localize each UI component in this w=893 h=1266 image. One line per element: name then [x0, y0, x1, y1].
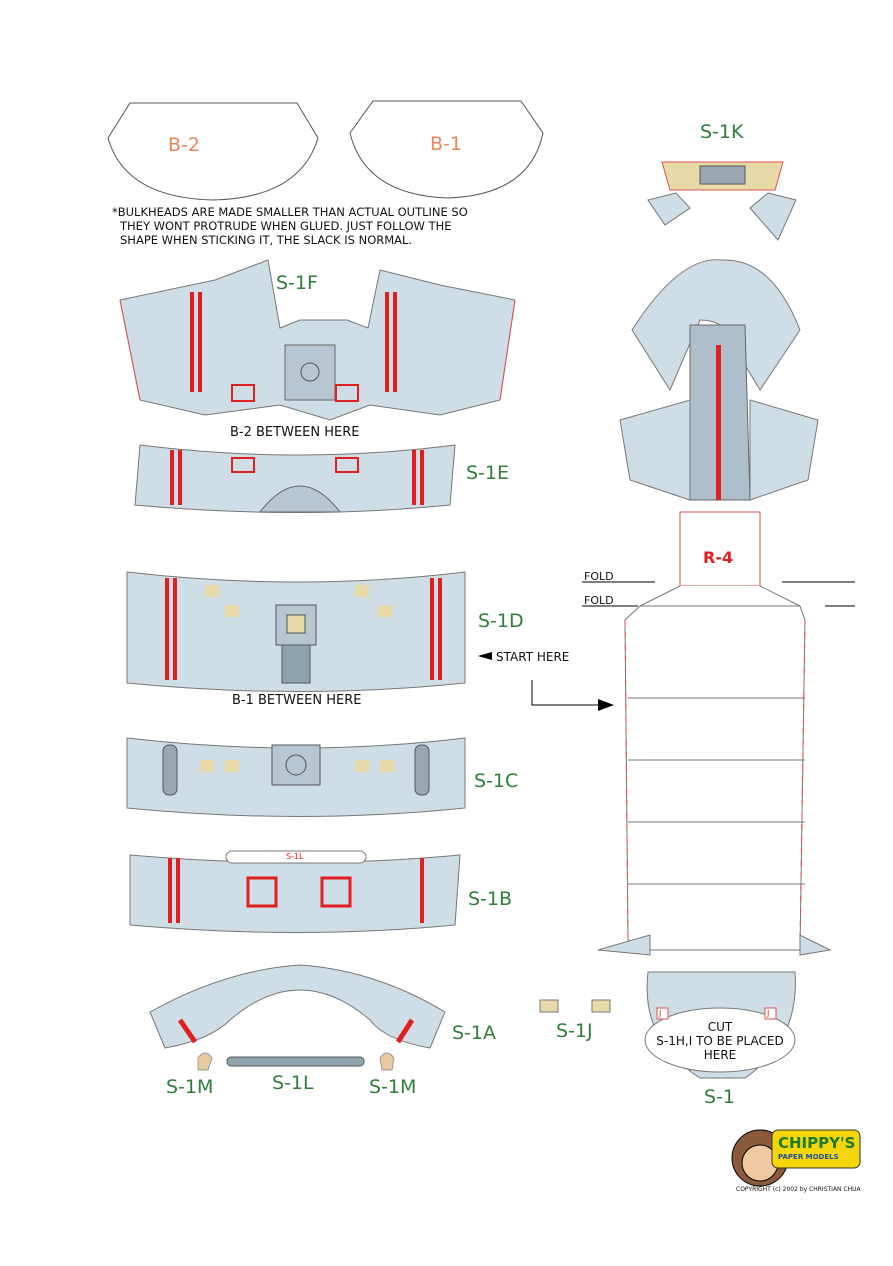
part-s1b-label: S-1B [468, 888, 513, 910]
part-s1l-label: S-1L [272, 1072, 314, 1094]
part-s1j-label: S-1J [556, 1020, 593, 1042]
start-guide-arrowhead [598, 699, 614, 711]
part-s1l-strip [226, 1056, 365, 1067]
b2-between-label: B-2 BETWEEN HERE [230, 425, 360, 440]
part-s1-label: S-1 [704, 1086, 736, 1108]
part-s1f-label: S-1F [276, 272, 318, 294]
bulkhead-b1-outline [349, 100, 544, 199]
bulkhead-note-line2: THEY WONT PROTRUDE WHEN GLUED. JUST FOLL… [120, 219, 452, 233]
part-s1f [119, 259, 516, 421]
cut-label-1: CUT [707, 1020, 733, 1034]
bulkhead-b2-label: B-2 [168, 134, 200, 156]
part-s1m-right-label: S-1M [369, 1076, 417, 1098]
logo-brand: CHIPPY'S [778, 1134, 856, 1152]
part-s1k-label: S-1K [700, 121, 744, 143]
part-r4-assembly [597, 259, 832, 1079]
part-s1k [647, 161, 797, 241]
start-here-label: START HERE [496, 650, 570, 664]
part-s1j-right [591, 999, 611, 1013]
cut-label-3: HERE [703, 1048, 737, 1062]
part-s1a [149, 964, 446, 1049]
start-here-arrow [478, 652, 492, 660]
logo-tagline: PAPER MODELS [778, 1153, 839, 1161]
logo-copyright: COPYRIGHT (c) 2002 by CHRISTIAN CHUA [736, 1186, 861, 1193]
part-r4-label: R-4 [703, 548, 734, 567]
part-s1d-label: S-1D [478, 610, 524, 632]
bulkhead-b2-outline [107, 102, 319, 201]
part-s1m-left-shape [197, 1052, 213, 1071]
start-guide-arrow [531, 680, 598, 706]
tab-j-right: J [767, 1009, 770, 1018]
chippys-logo [731, 1129, 861, 1187]
part-s1m-left-label: S-1M [166, 1076, 214, 1098]
fold-label-1: FOLD [584, 570, 614, 583]
bulkhead-note-line1: *BULKHEADS ARE MADE SMALLER THAN ACTUAL … [112, 205, 468, 219]
cut-label-2: S-1H,I TO BE PLACED [656, 1034, 784, 1048]
part-s1b [129, 850, 461, 933]
part-s1j-left [539, 999, 559, 1013]
b1-between-label: B-1 BETWEEN HERE [232, 693, 362, 708]
part-s1c-label: S-1C [474, 770, 519, 792]
part-s1m-right-shape [379, 1052, 395, 1071]
part-s1c [126, 737, 466, 817]
part-s1l-inner-label: S-1L [286, 852, 304, 861]
fold-label-2: FOLD [584, 594, 614, 607]
part-s1a-label: S-1A [452, 1022, 497, 1044]
part-s1d [126, 571, 466, 692]
bulkhead-note-line3: SHAPE WHEN STICKING IT, THE SLACK IS NOR… [120, 233, 413, 247]
part-s1e [134, 444, 456, 513]
bulkhead-b1-label: B-1 [430, 133, 462, 155]
tab-j-left: J [659, 1009, 662, 1018]
part-s1e-label: S-1E [466, 462, 510, 484]
